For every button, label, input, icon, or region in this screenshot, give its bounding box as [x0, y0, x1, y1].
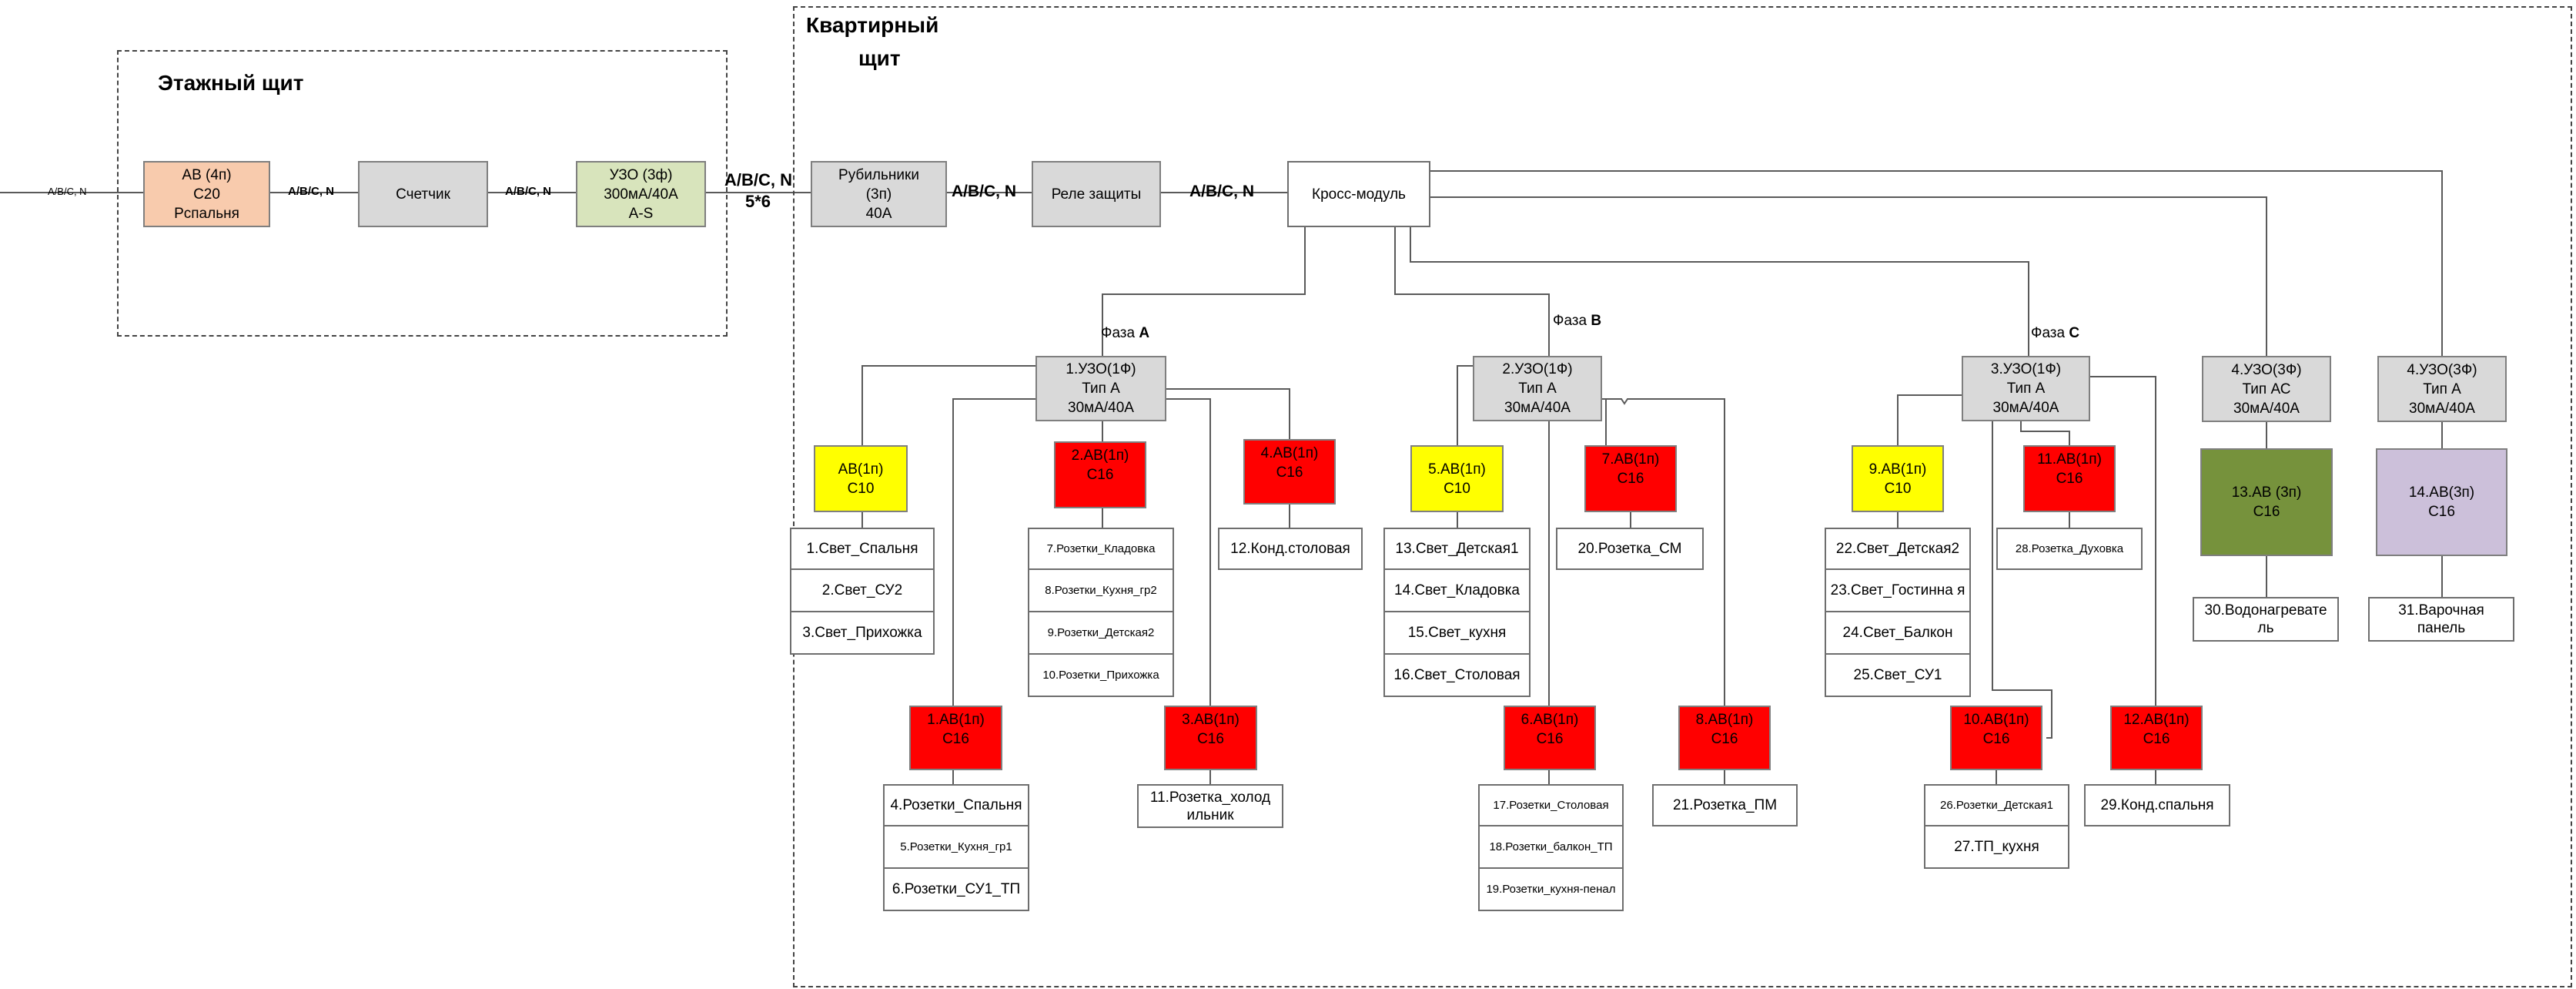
list-item: 28.Розетка_Духовка [1996, 528, 2143, 570]
wire-label-relay-cross: A/B/C, N [1189, 183, 1254, 200]
breaker-5: 5.АВ(1п)С10 [1410, 445, 1504, 512]
input-wire-label: A/B/C, N [48, 186, 87, 197]
list-item: 11.Розетка_холод ильник [1137, 784, 1283, 828]
loads-breaker-4: 12.Конд.столовая [1218, 528, 1363, 570]
apartment-panel-title-line1: Квартирный [806, 13, 939, 37]
list-item: 20.Розетка_СМ [1556, 528, 1704, 570]
list-item: 22.Свет_Детская2 [1825, 528, 1971, 570]
list-item: 23.Свет_Гостинна я [1825, 570, 1971, 612]
list-item: 25.Свет_СУ1 [1825, 655, 1971, 697]
cross-module: Кросс-модуль [1287, 161, 1430, 227]
breaker-10: 10.АВ(1п)С16 [1950, 706, 2042, 770]
list-item: 10.Розетки_Прихожка [1028, 655, 1174, 697]
loads-breaker-13: 30.Водонагревате ль [2193, 597, 2339, 642]
loads-light-a: 1.Свет_Спальня 2.Свет_СУ2 3.Свет_Прихожк… [790, 528, 935, 655]
wire-label-switch-relay: A/B/C, N [952, 183, 1016, 200]
wire-label-meter-rcd: A/B/C, N [505, 185, 551, 198]
list-item: 7.Розетки_Кладовка [1028, 528, 1174, 570]
breaker-1: 1.АВ(1п)С16 [909, 706, 1002, 770]
phase-c-label: Фаза C [2031, 325, 2080, 341]
list-item: 3.Свет_Прихожка [790, 612, 935, 655]
list-item: 4.Розетки_Спальня [883, 784, 1029, 826]
loads-breaker-1: 4.Розетки_Спальня 5.Розетки_Кухня_гр1 6.… [883, 784, 1029, 911]
breaker-6: 6.АВ(1п)С16 [1504, 706, 1596, 770]
loads-breaker-5: 13.Свет_Детская1 14.Свет_Кладовка 15.Све… [1383, 528, 1531, 697]
list-item: 24.Свет_Балкон [1825, 612, 1971, 655]
list-item: 30.Водонагревате ль [2193, 597, 2339, 642]
list-item: 27.ТП_кухня [1924, 826, 2069, 869]
loads-breaker-11: 28.Розетка_Духовка [1996, 528, 2143, 570]
phase-b-label: Фаза B [1553, 313, 1602, 329]
loads-breaker-6: 17.Розетки_Столовая 18.Розетки_балкон_ТП… [1478, 784, 1624, 911]
loads-breaker-9: 22.Свет_Детская2 23.Свет_Гостинна я 24.С… [1825, 528, 1971, 697]
list-item: 1.Свет_Спальня [790, 528, 935, 570]
floor-panel-title: Этажный щит [158, 71, 304, 95]
loads-breaker-8: 21.Розетка_ПМ [1652, 784, 1798, 826]
list-item: 21.Розетка_ПМ [1652, 784, 1798, 826]
breaker-12: 12.АВ(1п)С16 [2110, 706, 2203, 770]
list-item: 5.Розетки_Кухня_гр1 [883, 826, 1029, 869]
list-item: 26.Розетки_Детская1 [1924, 784, 2069, 826]
cable-label: A/B/C, N [724, 170, 792, 189]
loads-breaker-12: 29.Конд.спальня [2084, 784, 2230, 826]
list-item: 31.Варочная панель [2368, 597, 2514, 642]
protection-relay: Реле защиты [1032, 161, 1161, 227]
list-item: 8.Розетки_Кухня_гр2 [1028, 570, 1174, 612]
loads-breaker-10: 26.Розетки_Детская1 27.ТП_кухня [1924, 784, 2069, 869]
breaker-2: 2.АВ(1п)С16 [1054, 441, 1146, 508]
wire-label-breaker-meter: A/B/C, N [288, 185, 334, 198]
floor-panel-frame [117, 50, 728, 337]
apartment-panel-frame [793, 6, 2572, 987]
breaker-7: 7.АВ(1п)С16 [1584, 445, 1677, 512]
breaker-9: 9.АВ(1п)С10 [1852, 445, 1944, 512]
breaker-13: 13.АВ (3п)С16 [2200, 448, 2333, 556]
apartment-panel-title-line2: щит [858, 46, 901, 70]
loads-breaker-7: 20.Розетка_СМ [1556, 528, 1704, 570]
electricity-meter: Счетчик [358, 161, 488, 227]
list-item: 18.Розетки_балкон_ТП [1478, 826, 1624, 869]
list-item: 6.Розетки_СУ1_ТП [883, 869, 1029, 911]
breaker-8: 8.АВ(1п)С16 [1678, 706, 1771, 770]
breaker-light-a: АВ(1п)С10 [814, 445, 908, 512]
phase-a-label: Фаза A [1101, 325, 1150, 341]
list-item: 14.Свет_Кладовка [1383, 570, 1531, 612]
loads-breaker-14: 31.Варочная панель [2368, 597, 2514, 642]
loads-breaker-3: 11.Розетка_холод ильник [1137, 784, 1283, 828]
cable-size-label: 5*6 [745, 192, 771, 211]
list-item: 9.Розетки_Детская2 [1028, 612, 1174, 655]
list-item: 13.Свет_Детская1 [1383, 528, 1531, 570]
list-item: 17.Розетки_Столовая [1478, 784, 1624, 826]
breaker-4: 4.АВ(1п)С16 [1243, 439, 1336, 505]
breaker-3: 3.АВ(1п)С16 [1164, 706, 1257, 770]
breaker-11: 11.АВ(1п)С16 [2023, 445, 2116, 512]
list-item: 12.Конд.столовая [1218, 528, 1363, 570]
breaker-14: 14.АВ(3п)С16 [2376, 448, 2507, 556]
loads-breaker-2: 7.Розетки_Кладовка 8.Розетки_Кухня_гр2 9… [1028, 528, 1174, 697]
list-item: 19.Розетки_кухня-пенал [1478, 869, 1624, 911]
list-item: 15.Свет_кухня [1383, 612, 1531, 655]
main-switch: Рубильники(3п)40А [811, 161, 947, 227]
list-item: 29.Конд.спальня [2084, 784, 2230, 826]
list-item: 2.Свет_СУ2 [790, 570, 935, 612]
list-item: 16.Свет_Столовая [1383, 655, 1531, 697]
